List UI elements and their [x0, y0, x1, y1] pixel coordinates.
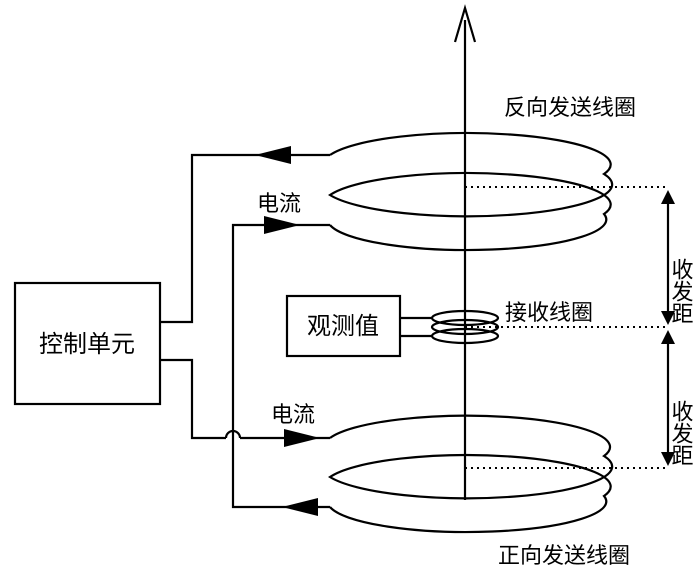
arrow-bottom-left [282, 498, 318, 516]
current-label-top: 电流 [257, 192, 301, 217]
reverse-coil-label: 反向发送线圈 [504, 96, 636, 121]
arrow-top-left [255, 146, 291, 164]
arrow-bottom-right [284, 429, 320, 447]
observation-box: 观测值 [285, 294, 432, 358]
reference-lines [465, 186, 668, 469]
distance-label-bottom: 收发距 [668, 400, 694, 466]
receive-coil [430, 309, 500, 345]
distance-label-top: 收发距 [668, 258, 694, 324]
observation-label: 观测值 [307, 312, 379, 340]
current-arrows [255, 146, 320, 516]
forward-coil-label: 正向发送线圈 [498, 544, 630, 569]
control-unit: 控制单元 [13, 281, 162, 406]
current-label-bottom: 电流 [271, 403, 315, 428]
receive-coil-label: 接收线圈 [505, 301, 593, 326]
arrow-top-right [264, 216, 300, 234]
central-axis [453, 4, 477, 500]
forward-transmit-coil [327, 414, 614, 534]
reverse-transmit-coil [327, 131, 614, 252]
control-unit-label: 控制单元 [39, 330, 135, 358]
distance-markers [661, 190, 675, 466]
